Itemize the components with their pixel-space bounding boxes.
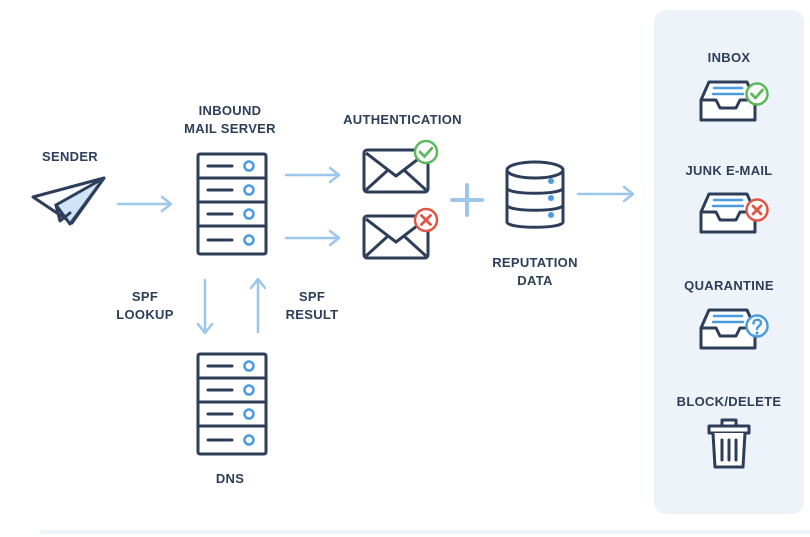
database-icon: [505, 160, 565, 229]
arrow-spf-result-up: [249, 277, 267, 334]
arrow-server-to-fail-mail: [284, 229, 341, 247]
spf-lookup-label-line2: LOOKUP: [116, 307, 174, 322]
spf-result-label: SPF RESULT: [272, 288, 352, 324]
arrow-sender-to-server: [116, 195, 173, 213]
inbox-tray-question-icon: [699, 308, 769, 350]
arrow-to-outcomes: [576, 185, 635, 203]
inbox-tray-x-icon: [699, 192, 769, 234]
inbound-server-label-line2: MAIL SERVER: [184, 121, 276, 136]
dns-label: DNS: [215, 471, 245, 486]
arrow-spf-lookup-down: [196, 278, 214, 335]
plus-icon: [450, 183, 484, 217]
bottom-divider: [40, 530, 810, 534]
dns-server-icon: [196, 352, 268, 456]
quarantine-label: QUARANTINE: [684, 278, 774, 293]
inbox-tray-check-icon: [699, 80, 769, 122]
sender-label: SENDER: [42, 149, 98, 164]
spf-lookup-label-line1: SPF: [131, 289, 159, 304]
inbound-server-label-line1: INBOUND: [198, 103, 262, 118]
arrow-server-to-pass-mail: [284, 166, 341, 184]
trash-can-icon: [707, 418, 751, 469]
envelope-check-icon: [362, 139, 439, 194]
inbound-server-icon: [196, 152, 268, 256]
paper-plane-icon: [31, 176, 106, 226]
inbound-server-label: INBOUND MAIL SERVER: [170, 102, 290, 138]
spf-result-label-line2: RESULT: [285, 307, 339, 322]
reputation-label-line1: REPUTATION: [492, 255, 578, 270]
envelope-x-icon: [362, 207, 439, 260]
authentication-label: AUTHENTICATION: [343, 112, 462, 127]
spf-result-label-line1: SPF: [298, 289, 326, 304]
reputation-label-line2: DATA: [517, 273, 553, 288]
junk-email-label: JUNK E-MAIL: [685, 163, 773, 178]
spf-lookup-label: SPF LOOKUP: [105, 288, 185, 324]
block-delete-label: BLOCK/DELETE: [676, 394, 782, 409]
reputation-data-label: REPUTATION DATA: [475, 254, 595, 290]
inbox-label: INBOX: [707, 50, 751, 65]
